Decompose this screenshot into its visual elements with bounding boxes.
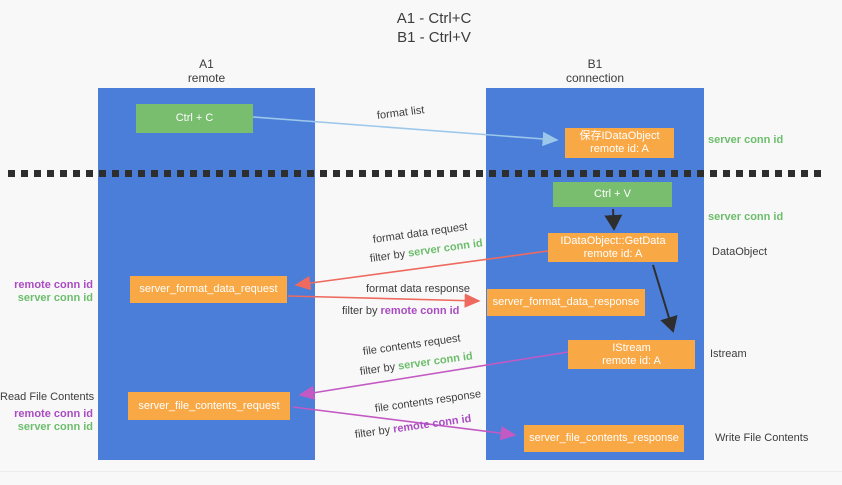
bottom-divider — [0, 471, 842, 472]
diagram-title: A1 - Ctrl+C B1 - Ctrl+V — [334, 9, 534, 47]
left-read-group: Read File Contents remote conn id server… — [0, 391, 95, 434]
lane-a1-role: remote — [187, 71, 226, 85]
left-conn-id-group-1: remote conn id server conn id — [0, 279, 93, 305]
filter-by-remote-conn-id-label-1: filter by remote conn id — [342, 305, 459, 317]
istream-line1: IStream — [612, 341, 651, 354]
lane-a1-name: A1 — [199, 57, 214, 71]
save-idataobject-line2: remote id: A — [590, 143, 649, 155]
server-conn-id-left-1: server conn id — [17, 292, 93, 304]
getdata-box: IDataObject::GetData remote id: A — [548, 233, 678, 262]
read-file-contents-label: Read File Contents — [0, 391, 95, 403]
dataobject-label: DataObject — [712, 246, 768, 258]
remote-conn-id-text: remote conn id — [380, 305, 460, 317]
filter-by-text: filter by — [359, 361, 396, 378]
istream-box: IStream remote id: A — [568, 340, 695, 369]
getdata-line2: remote id: A — [583, 247, 643, 260]
istream-side-label: Istream — [710, 348, 747, 360]
lane-b1-role: connection — [565, 71, 625, 85]
filter-by-text: filter by — [369, 248, 406, 265]
dashed-divider — [8, 170, 824, 177]
server-conn-id-right-mid: server conn id — [708, 211, 784, 223]
remote-conn-id-left-2: remote conn id — [14, 408, 93, 420]
server-file-contents-response-box: server_file_contents_response — [524, 425, 684, 452]
server-format-data-request-box: server_format_data_request — [130, 276, 287, 303]
ctrl-c-box: Ctrl + C — [136, 104, 253, 133]
save-idataobject-line1: 保存IDataObject — [579, 130, 660, 142]
ctrl-v-label: Ctrl + V — [594, 188, 631, 200]
format-list-label: format list — [376, 104, 426, 122]
server-file-contents-request-label: server_file_contents_request — [138, 399, 280, 412]
server-file-contents-response-label: server_file_contents_response — [529, 432, 679, 444]
title-line-a1: A1 - Ctrl+C — [396, 10, 472, 27]
arrow-format-data-response — [287, 293, 481, 308]
server-format-data-response-box: server_format_data_response — [487, 289, 645, 316]
server-conn-id-left-2: server conn id — [17, 421, 93, 433]
getdata-line1: IDataObject::GetData — [560, 234, 666, 247]
lane-header-a1: A1 remote — [98, 57, 315, 87]
server-file-contents-request-box: server_file_contents_request — [128, 392, 290, 420]
format-data-response-label: format data response — [366, 283, 470, 295]
server-format-data-response-label: server_format_data_response — [492, 296, 640, 308]
remote-conn-id-left-1: remote conn id — [14, 279, 93, 291]
server-conn-id-text: server conn id — [407, 237, 484, 260]
ctrl-c-label: Ctrl + C — [175, 112, 214, 124]
istream-line2: remote id: A — [602, 354, 661, 367]
server-format-data-request-label: server_format_data_request — [139, 283, 278, 295]
filter-by-remote-conn-id-label-2: filter by remote conn id — [354, 413, 472, 441]
write-file-contents-label: Write File Contents — [715, 432, 809, 444]
lane-header-b1: B1 connection — [486, 57, 704, 87]
ctrl-v-box: Ctrl + V — [553, 182, 672, 207]
title-line-b1: B1 - Ctrl+V — [397, 29, 471, 46]
server-conn-id-text: server conn id — [397, 350, 474, 373]
remote-conn-id-text: remote conn id — [392, 412, 473, 436]
server-conn-id-right-top: server conn id — [708, 134, 784, 146]
lane-b1-name: B1 — [587, 57, 603, 71]
filter-by-text: filter by — [354, 424, 391, 441]
save-idataobject-box: 保存IDataObject remote id: A — [565, 128, 674, 158]
file-contents-response-label: file contents response — [374, 388, 482, 415]
filter-by-text: filter by — [342, 305, 378, 317]
